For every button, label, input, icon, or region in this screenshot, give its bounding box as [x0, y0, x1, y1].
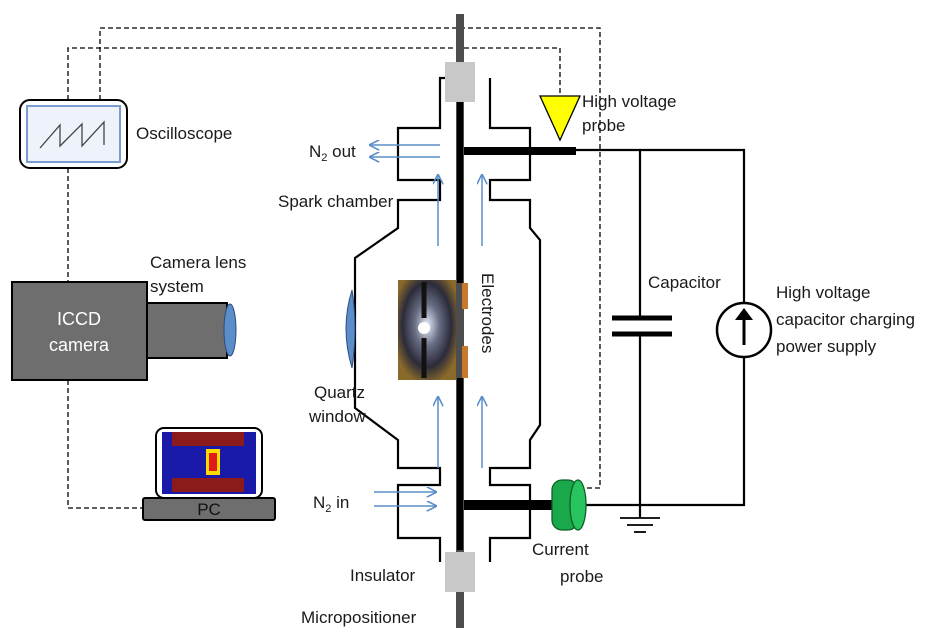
current-probe-label-line1: Current [532, 540, 589, 559]
pc-label: PC [197, 500, 221, 519]
hv-circuit-wires [576, 148, 746, 518]
iccd-camera-label-line1: ICCD [57, 309, 101, 329]
hv-probe-icon [538, 95, 582, 142]
inner-electrode-rod-top [457, 100, 463, 283]
pc-icon [142, 427, 276, 521]
insulator-bottom [445, 552, 475, 592]
power-supply-icon [715, 301, 773, 359]
iccd-camera-label-line2: camera [49, 335, 110, 355]
hv-probe-cable [67, 47, 561, 100]
insulator-top [445, 62, 475, 102]
quartz-window [345, 289, 356, 369]
n2-in-label: N2 in [313, 493, 349, 515]
electrode-bottom [462, 346, 468, 378]
power-supply-label-line2: capacitor charging [776, 310, 915, 329]
spark-chamber-label: Spark chamber [278, 192, 394, 211]
spark-chamber-outline [353, 76, 542, 562]
electrode-top [462, 283, 468, 309]
hv-probe-label-line1: High voltage [582, 92, 677, 111]
camera-lens-label-line2: system [150, 277, 204, 296]
camera-pc-cable [67, 380, 143, 509]
insulator-label: Insulator [350, 566, 416, 585]
current-probe-label-line2: probe [560, 567, 603, 586]
camera-lens-label-line1: Camera lens [150, 253, 246, 272]
current-feedthrough [464, 500, 554, 510]
current-probe-icon [551, 479, 587, 531]
hv-feedthrough [464, 147, 576, 155]
spark-gap-photo [398, 280, 456, 380]
oscilloscope-label: Oscilloscope [136, 124, 232, 143]
quartz-window-label-line1: Quartz [314, 383, 365, 402]
power-supply-label-line1: High voltage [776, 283, 871, 302]
iccd-camera-icon [11, 281, 237, 381]
quartz-window-label-line2: window [308, 407, 366, 426]
inner-electrode-rod-bottom [457, 378, 463, 550]
micropositioner-label: Micropositioner [301, 608, 417, 627]
oscilloscope-icon [19, 99, 128, 169]
hv-probe-label-line2: probe [582, 116, 625, 135]
gas-flow-arrows [370, 145, 482, 506]
ground-icon [620, 517, 660, 533]
signal-cables [67, 27, 601, 509]
capacitor-label: Capacitor [648, 273, 721, 292]
current-probe-cable [99, 27, 601, 489]
n2-out-label: N2 out [309, 142, 356, 164]
electrodes-label: Electrodes [478, 273, 497, 353]
power-supply-label-line3: power supply [776, 337, 877, 356]
micropositioner-rod [456, 14, 464, 628]
capacitor-icon [612, 315, 672, 337]
